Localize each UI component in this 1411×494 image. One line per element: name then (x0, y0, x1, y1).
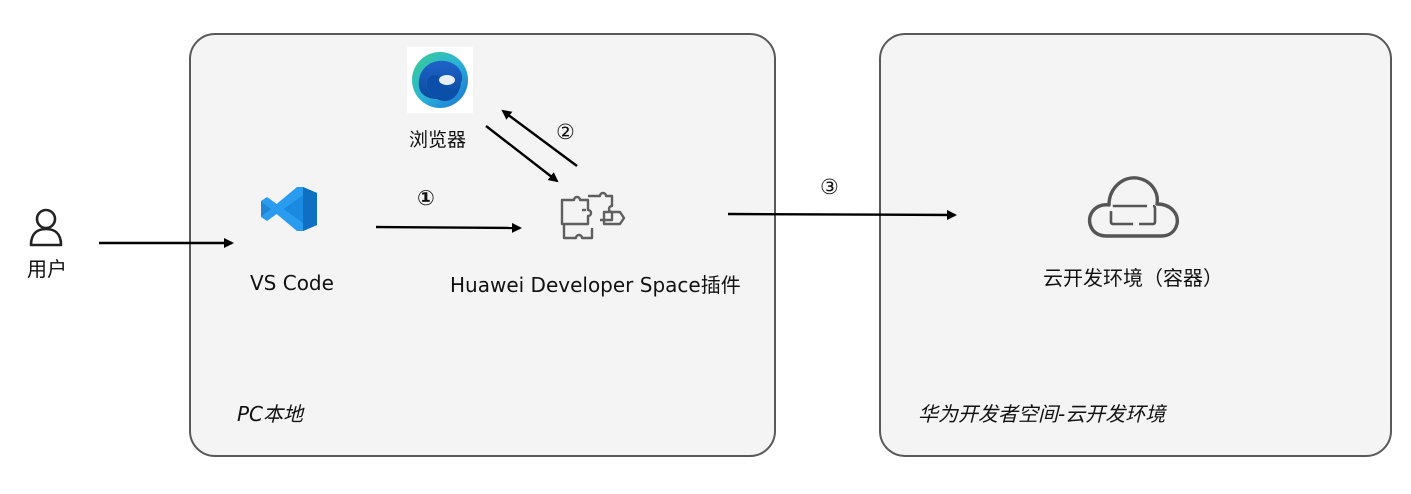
pc-local-panel (189, 33, 776, 457)
arrow-vscode-to-plugin (375, 222, 522, 233)
vscode-label: VS Code (250, 271, 334, 295)
plugin-label: Huawei Developer Space插件 (450, 273, 741, 297)
arrow-plugin-to-cloud (727, 209, 957, 220)
arrow-plugin-to-browser (501, 109, 578, 167)
plugin-puzzle-icon (560, 191, 626, 240)
step-3-marker: ③ (820, 175, 839, 199)
step-1-marker: ① (417, 186, 435, 210)
cloud-environment-panel (879, 33, 1392, 457)
step-2-marker: ② (556, 120, 575, 144)
edge-browser-icon (407, 47, 473, 113)
pc-local-caption: PC本地 (237, 402, 304, 426)
user-label: 用户 (27, 257, 67, 281)
arrow-browser-to-plugin (485, 125, 559, 183)
browser-label: 浏览器 (409, 129, 467, 151)
vscode-icon (261, 187, 317, 231)
cloud-icon (1087, 176, 1179, 238)
user-icon (29, 208, 63, 247)
cloud-env-label: 云开发环境（容器） (1043, 266, 1223, 290)
cloud-panel-caption: 华为开发者空间-云开发环境 (918, 402, 1166, 426)
